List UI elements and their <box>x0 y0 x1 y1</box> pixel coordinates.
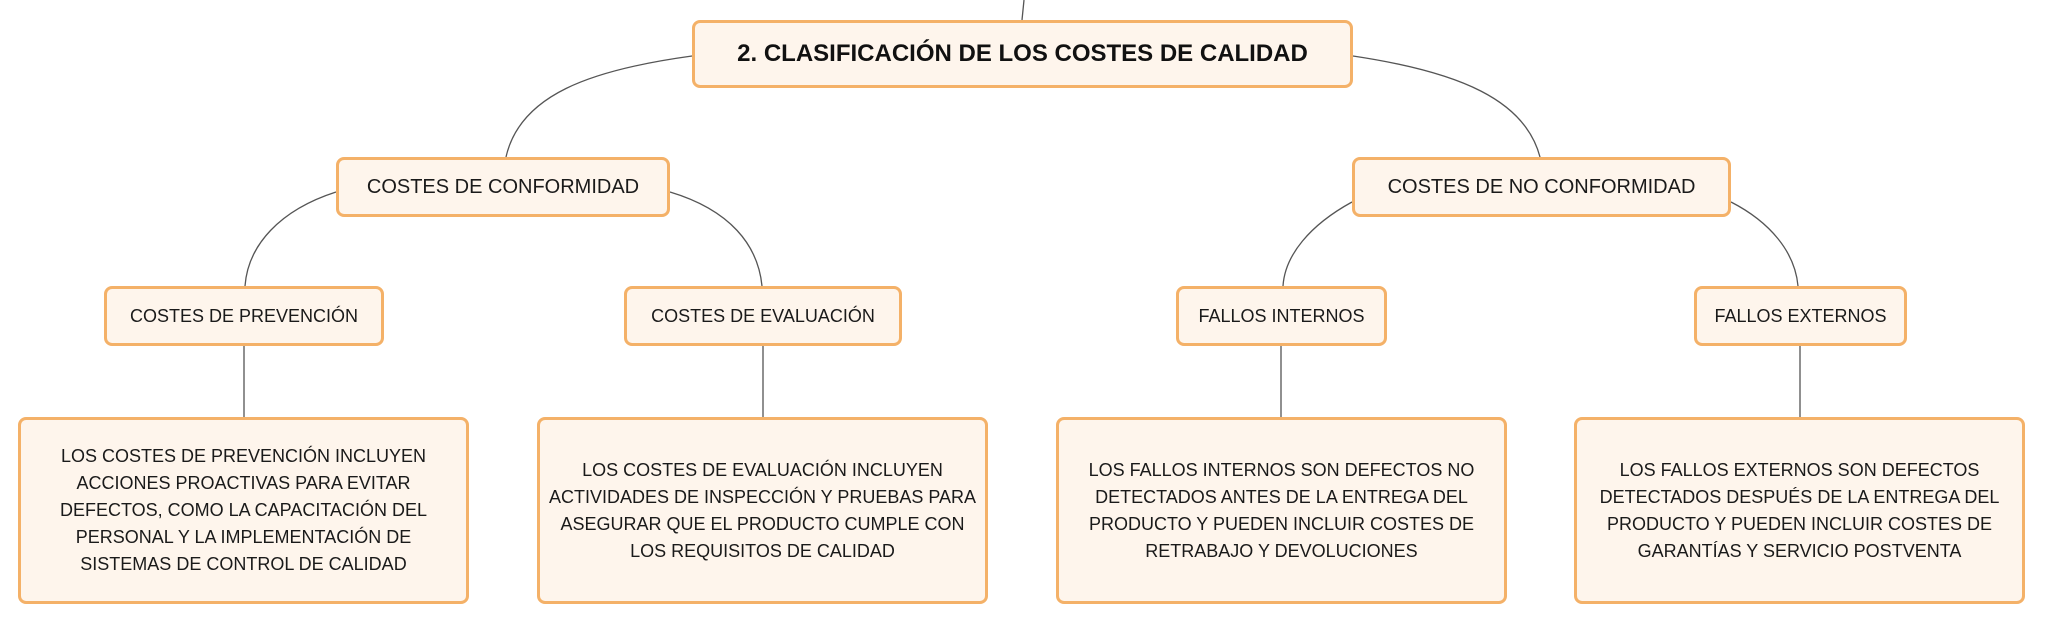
connector-root-to-no-conformidad <box>1352 55 1541 158</box>
fallos-internos-description-text: LOS FALLOS INTERNOS SON DEFECTOS NO DETE… <box>1088 459 1475 561</box>
prevencion-description-node[interactable]: LOS COSTES DE PREVENCIÓN INCLUYEN ACCION… <box>18 417 469 604</box>
evaluacion-description-node[interactable]: LOS COSTES DE EVALUACIÓN INCLUYEN ACTIVI… <box>537 417 988 604</box>
fallos-externos-node[interactable]: FALLOS EXTERNOS <box>1694 286 1907 346</box>
connector-parent-to-root <box>1021 0 1025 21</box>
evaluacion-node[interactable]: COSTES DE EVALUACIÓN <box>624 286 902 346</box>
root-topic-label: 2. CLASIFICACIÓN DE LOS COSTES DE CALIDA… <box>737 40 1308 67</box>
fallos-internos-description-node[interactable]: LOS FALLOS INTERNOS SON DEFECTOS NO DETE… <box>1056 417 1507 604</box>
fallos-internos-node[interactable]: FALLOS INTERNOS <box>1176 286 1387 346</box>
evaluacion-description-text: LOS COSTES DE EVALUACIÓN INCLUYEN ACTIVI… <box>548 459 977 561</box>
fallos-externos-description-node[interactable]: LOS FALLOS EXTERNOS SON DEFECTOS DETECTA… <box>1574 417 2025 604</box>
prevencion-label: COSTES DE PREVENCIÓN <box>129 305 359 326</box>
root-topic-node[interactable]: 2. CLASIFICACIÓN DE LOS COSTES DE CALIDA… <box>692 20 1353 88</box>
connector-root-to-conformidad <box>505 55 693 158</box>
connector-conformidad-to-prevencion <box>244 191 337 287</box>
no-conformidad-label: COSTES DE NO CONFORMIDAD <box>1387 175 1696 198</box>
prevencion-description-text: LOS COSTES DE PREVENCIÓN INCLUYEN ACCION… <box>59 446 428 574</box>
fallos-externos-label: FALLOS EXTERNOS <box>1714 305 1887 326</box>
connector-no-conformidad-to-externos <box>1730 201 1799 287</box>
no-conformidad-node[interactable]: COSTES DE NO CONFORMIDAD <box>1352 157 1731 217</box>
conformidad-node[interactable]: COSTES DE CONFORMIDAD <box>336 157 670 217</box>
prevencion-node[interactable]: COSTES DE PREVENCIÓN <box>104 286 384 346</box>
conformidad-label: COSTES DE CONFORMIDAD <box>366 175 640 198</box>
fallos-externos-description-text: LOS FALLOS EXTERNOS SON DEFECTOS DETECTA… <box>1599 459 2000 561</box>
connector-conformidad-to-evaluacion <box>669 191 763 287</box>
connector-no-conformidad-to-internos <box>1282 201 1353 287</box>
fallos-internos-label: FALLOS INTERNOS <box>1198 305 1365 326</box>
evaluacion-label: COSTES DE EVALUACIÓN <box>651 305 875 326</box>
